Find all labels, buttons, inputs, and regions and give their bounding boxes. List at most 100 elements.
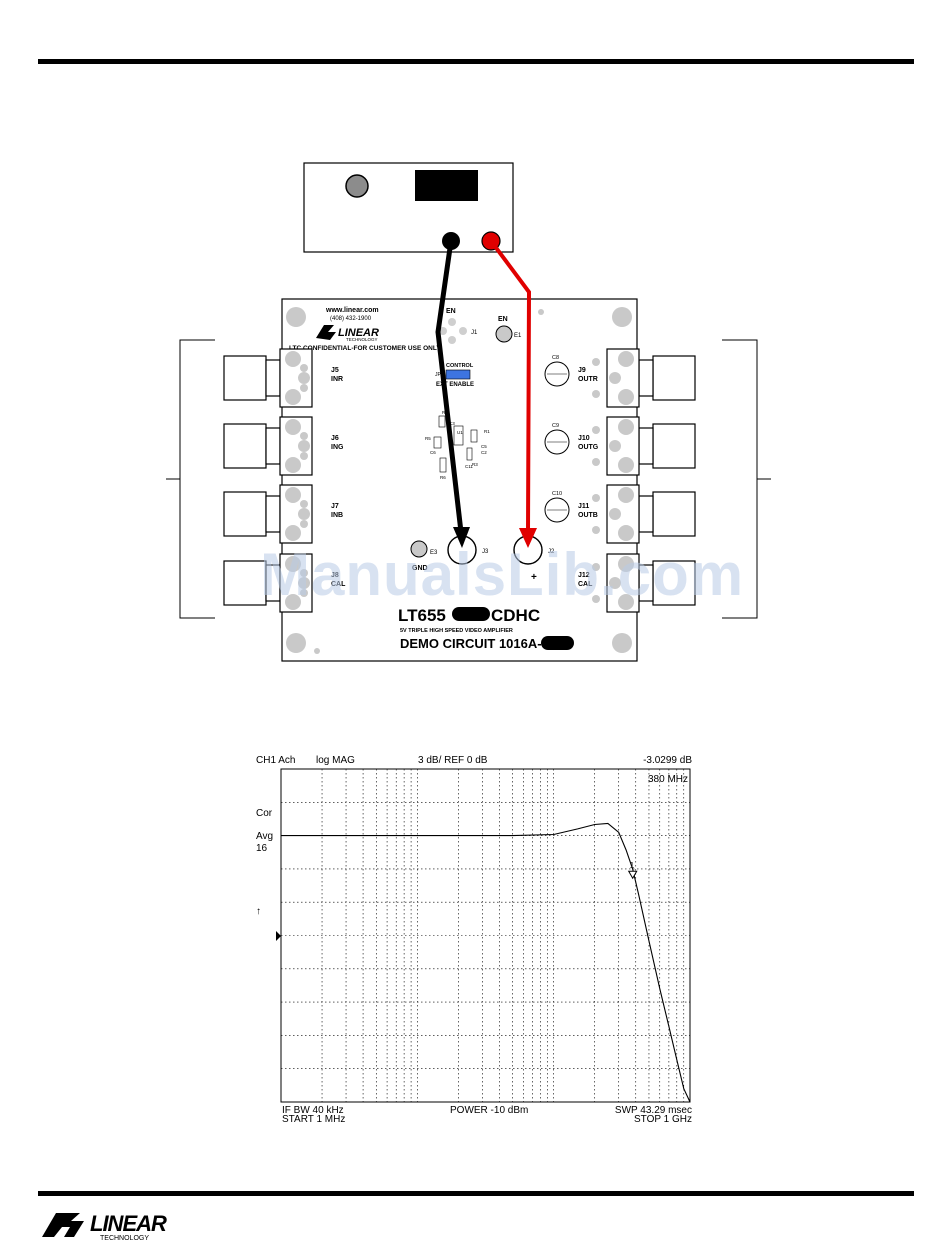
plot-grid: [280, 768, 691, 1103]
marker-number: 1: [630, 861, 635, 870]
demo-board: [281, 298, 638, 662]
red-wire-arrow: [519, 528, 537, 548]
supply-knob: [345, 174, 369, 198]
label-jp1: JP1: [435, 372, 444, 378]
analyzer-start: START 1 MHz: [282, 1114, 345, 1125]
input-ref-label: J5: [331, 367, 339, 374]
demo-circuit-blank: [541, 636, 574, 650]
output-ref-label: J11: [578, 503, 589, 510]
analyzer-scale: 3 dB/ REF 0 dB: [418, 755, 488, 766]
analyzer-ref-arrow: ↑: [256, 906, 261, 917]
analyzer-avg: Avg: [256, 831, 273, 842]
analyzer-marker-value: -3.0299 dB: [643, 755, 692, 766]
red-wire: [489, 239, 532, 533]
component-cluster: [433, 415, 478, 473]
top-rule: [38, 59, 914, 64]
board-confidential: LTC CONFIDENTIAL-FOR CUSTOMER USE ONLY: [289, 345, 441, 352]
plot-trace-group: [281, 822, 691, 1103]
board-brand: LINEAR: [338, 327, 379, 339]
svg-text:C3: C3: [449, 421, 455, 426]
label-e3: E3: [430, 550, 438, 556]
analyzer-sweep: SWP 43.29 msec: [615, 1105, 692, 1116]
input-name-label: INR: [331, 376, 343, 383]
black-wire: [435, 240, 464, 533]
part-number-left: LT655: [398, 606, 446, 625]
reference-pointer: [276, 931, 281, 941]
output-ref-label: J10: [578, 435, 590, 442]
jumper-jp1: [445, 369, 471, 380]
analyzer-if-bw: IF BW 40 kHz: [282, 1105, 344, 1116]
board-subtitle: 5V TRIPLE HIGH SPEED VIDEO AMPLIFIER: [400, 628, 513, 634]
frequency-response-trace: [281, 822, 691, 1103]
output-name-label: OUTG: [578, 444, 599, 451]
demo-circuit-label: DEMO CIRCUIT 1016A-: [400, 636, 542, 651]
turret-e1: [495, 325, 513, 343]
power-supply-box: [303, 162, 514, 253]
input-name-label: INB: [331, 512, 343, 519]
label-j2: J2: [548, 549, 555, 555]
jumper-j1: [439, 318, 467, 344]
black-wire-arrow: [453, 527, 470, 548]
analyzer-power: POWER -10 dBm: [450, 1105, 528, 1116]
plot-marker-group: 1: [627, 861, 638, 880]
left-bracket: [179, 339, 215, 619]
svg-text:C11: C11: [465, 464, 473, 469]
analyzer-marker-freq: 380 MHz: [648, 774, 688, 785]
supply-display: [415, 170, 478, 201]
output-name-label: CAL: [578, 581, 593, 588]
test-setup-diagram: LINEAR TECHNOLOGY www.linear.com (408) 4…: [166, 162, 771, 662]
label-gnd: GND: [412, 565, 428, 572]
output-ref-label: J9: [578, 367, 586, 374]
part-number-right: CDHC: [491, 606, 540, 625]
part-number-blank: [452, 607, 490, 621]
label-j3: J3: [482, 549, 489, 555]
network-analyzer-plot: CH1 Ach log MAG 3 dB/ REF 0 dB -3.0299 d…: [256, 755, 692, 1125]
output-ref-label: J12: [578, 572, 590, 579]
label-e1: E1: [514, 333, 522, 339]
svg-text:C5: C5: [481, 444, 487, 449]
label-j1: J1: [471, 330, 478, 336]
svg-text:R6: R6: [440, 475, 446, 480]
board-logo: LINEAR TECHNOLOGY: [316, 325, 379, 342]
input-ref-label: J7: [331, 503, 339, 510]
footer-brand-sub: TECHNOLOGY: [100, 1235, 149, 1242]
output-name-label: OUTR: [578, 376, 598, 383]
analyzer-stop: STOP 1 GHz: [634, 1114, 692, 1125]
svg-text:C2: C2: [481, 450, 487, 455]
turret-e3: [410, 540, 428, 558]
output-cap-label: C8: [552, 355, 559, 361]
board-brand-sub: TECHNOLOGY: [346, 337, 378, 342]
output-name-label: OUTB: [578, 512, 598, 519]
board-website: www.linear.com: [325, 307, 379, 314]
input-ref-label: J8: [331, 572, 339, 579]
label-ext-enable: EXT ENABLE: [436, 382, 474, 388]
svg-text:R5: R5: [425, 436, 431, 441]
input-name-label: ING: [331, 444, 344, 451]
svg-text:R3: R3: [472, 462, 478, 467]
analyzer-cor: Cor: [256, 808, 273, 819]
analyzer-avg-count: 16: [256, 843, 268, 854]
label-control: CONTROL: [446, 363, 474, 369]
svg-text:C6: C6: [430, 450, 436, 455]
input-name-label: CAL: [331, 581, 346, 588]
svg-text:R1: R1: [484, 429, 490, 434]
footer-brand: LINEAR: [90, 1211, 167, 1236]
analyzer-channel: CH1 Ach: [256, 755, 295, 766]
right-bracket: [722, 339, 758, 619]
analyzer-format: log MAG: [316, 755, 355, 766]
svg-text:U1: U1: [457, 430, 463, 435]
bottom-rule: [38, 1191, 914, 1196]
footer-logo: LINEAR TECHNOLOGY: [42, 1211, 168, 1242]
output-cap-label: C10: [552, 491, 562, 497]
input-ref-label: J6: [331, 435, 339, 442]
label-en-right: EN: [498, 316, 508, 323]
board-phone: (408) 432-1900: [330, 316, 372, 322]
